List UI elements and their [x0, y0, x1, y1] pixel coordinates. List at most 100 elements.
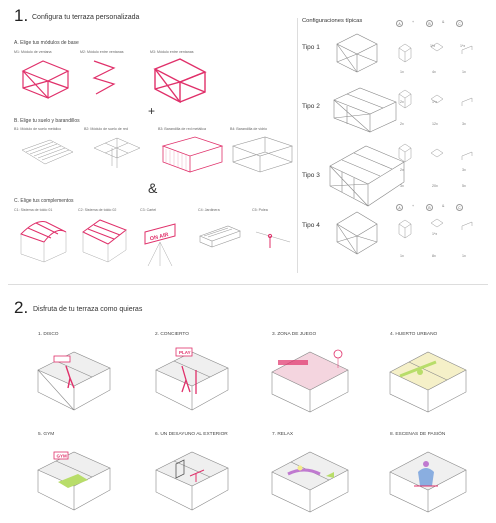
t2-count-a: 2x — [400, 122, 404, 126]
railing-b4-drawing — [232, 136, 293, 173]
t4-header-b: B — [426, 204, 433, 211]
t4-count-a: 1x — [400, 254, 404, 258]
header-b: B — [426, 20, 433, 27]
scene-3-label: 3. ZONA DE JUEGO — [272, 332, 317, 337]
scene-7-drawing — [271, 451, 349, 513]
scene-3-drawing — [271, 349, 349, 413]
t1-count-b: 4x — [432, 70, 436, 74]
floor-b2-drawing — [93, 137, 141, 168]
t4-a-icon — [398, 219, 412, 239]
floor-b1-drawing — [21, 139, 74, 165]
t2-a-icon — [398, 89, 412, 109]
scene-5-drawing: GYM — [37, 451, 111, 511]
a-item-2: M2: Módulo entre ventanas — [80, 50, 124, 54]
t4-header-plus: + — [412, 204, 415, 208]
t4-count-c: 1x — [462, 254, 466, 258]
tipo-2-drawing — [333, 87, 397, 133]
t2-count-b: 12x — [432, 122, 438, 126]
b-title: B. Elige tu suelo y barandillos — [14, 118, 80, 124]
tipo-4-drawing — [336, 211, 378, 255]
awning-c1-drawing — [20, 221, 67, 263]
a-item-3: M3: Módulo entre ventanas — [150, 50, 194, 54]
t3-b-icon — [430, 148, 444, 158]
t3-a-icon — [398, 143, 412, 163]
ampersand: & — [148, 180, 158, 196]
t4-c-icon — [461, 221, 473, 230]
section1-number: 1. — [14, 6, 29, 25]
t2-extra-b: 1*x — [432, 100, 438, 104]
t3-extra-a: 2x — [400, 168, 404, 172]
scene-8-drawing — [389, 451, 467, 513]
c-item-3: C3: Cartel — [140, 208, 157, 212]
b-item-3: B3: Barandilla de red metálica — [158, 127, 206, 131]
horizontal-divider — [8, 284, 488, 285]
c-title: C. Elige tus complementos — [14, 198, 74, 204]
b-item-2: B2: Módulo de suelo de red — [84, 127, 128, 131]
header-a: A — [396, 20, 403, 27]
header-plus: + — [412, 20, 415, 24]
t4-header-a: A — [396, 204, 403, 211]
scene-1-label: 1. DISCO — [38, 332, 59, 337]
t3-c-icon — [461, 151, 473, 160]
scene-5-sign: GYM — [57, 454, 68, 459]
scene-1-drawing — [37, 351, 111, 411]
scene-2-label: 2. CONCIERTO — [155, 332, 189, 337]
t1-c-icon — [461, 45, 473, 54]
scene-2-drawing: PLAY — [155, 347, 229, 411]
configs-title: Configuraciones típicas — [302, 18, 363, 24]
module-m3-drawing — [153, 58, 207, 104]
tipo-3-drawing — [329, 145, 405, 207]
configs-components: 1*x 1*x 1x 4x 1x 2x 1*x 2x 12x 3x 2x 3x … — [396, 34, 492, 279]
section2-title: Disfruta de tu terraza como quieras — [33, 306, 143, 313]
c-item-1: C1: Sistema de toldo 01 — [14, 208, 53, 212]
t3-count-a: 3x — [400, 184, 404, 188]
scene-6-drawing — [155, 451, 229, 511]
tipo-3-label: Tipo 3 — [302, 172, 320, 179]
t3-extra-c: 3x — [462, 168, 466, 172]
t1-c-extra: 1*x — [460, 44, 466, 48]
t1-a-icon — [398, 43, 412, 63]
c-item-4: C4: Jardinera — [198, 208, 220, 212]
t4-extra-b: 1*x — [432, 232, 438, 236]
tipo-2-label: Tipo 2 — [302, 103, 320, 110]
t4-count-b: 8x — [432, 254, 436, 258]
scene-5-label: 5. GYM — [38, 432, 55, 437]
c-item-2: C2: Sistema de toldo 02 — [78, 208, 117, 212]
tipo-4-label: Tipo 4 — [302, 222, 320, 229]
scene-4-drawing — [389, 351, 467, 413]
header-c: C — [456, 20, 463, 27]
configs-header: A + B & C — [396, 20, 486, 28]
scene-2-sign: PLAY — [179, 350, 191, 355]
pulley-c5-drawing — [255, 231, 291, 248]
b-item-1: B1: Módulo de suelo metálico — [14, 127, 62, 131]
t4-b-icon — [430, 218, 444, 228]
t2-count-c: 3x — [462, 122, 466, 126]
scene-6-label: 6. UN DESAYUNO AL EXTERIOR — [155, 432, 228, 437]
c-item-5: C5: Polea — [252, 208, 268, 212]
t1-b-icon — [430, 42, 444, 52]
vertical-divider — [297, 18, 298, 273]
section1-title: Configura tu terraza personalizada — [32, 14, 140, 21]
t2-b-icon — [430, 94, 444, 104]
sign-c3-drawing: ON AIR — [144, 223, 176, 267]
t4-header-c: C — [456, 204, 463, 211]
module-m1-drawing — [21, 60, 70, 99]
a-title: A. Elige tus módulos de base — [14, 40, 79, 46]
t3-count-c: 5x — [462, 184, 466, 188]
section2-number: 2. — [14, 298, 29, 317]
t2-c-icon — [461, 97, 473, 106]
t4-header-amp: & — [442, 204, 445, 208]
header-amp: & — [442, 20, 445, 24]
t1-count-a: 1x — [400, 70, 404, 74]
t3-count-b: 20x — [432, 184, 438, 188]
a-item-1: M1: Módulo de ventana — [14, 50, 52, 54]
scene-7-label: 7. RELAX — [272, 432, 294, 437]
module-m2-drawing — [92, 60, 116, 95]
scene-4-label: 4. HUERTO URBANO — [390, 332, 438, 337]
t2-extra-a: 2x — [400, 100, 404, 104]
tipo-1-drawing — [336, 33, 378, 73]
railing-b3-drawing — [161, 136, 224, 173]
planter-c4-drawing — [199, 225, 241, 248]
t1-b-extra: 1*x — [430, 44, 436, 48]
scene-8-label: 8. ESCENAS DE PASIÓN — [390, 432, 446, 437]
